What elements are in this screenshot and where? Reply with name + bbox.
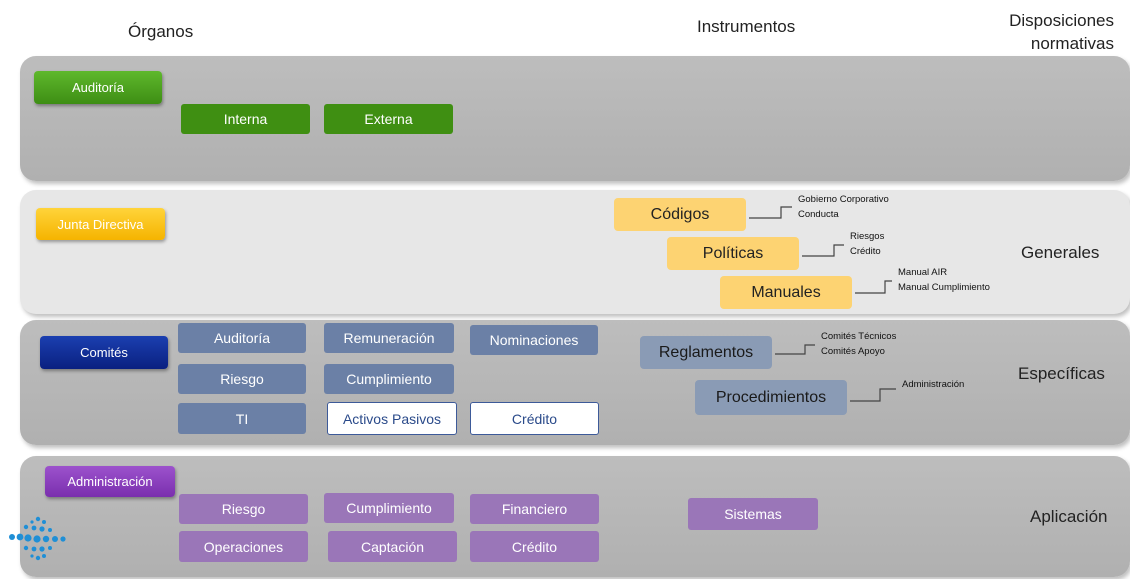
level-aplicacion: Aplicación <box>1030 507 1108 526</box>
comites-title: Comités <box>40 336 168 369</box>
comite-cumplimiento: Cumplimiento <box>324 364 454 394</box>
level-especificas: Específicas <box>1018 364 1105 383</box>
comite-activos-pasivos: Activos Pasivos <box>327 402 457 435</box>
admin-credito: Crédito <box>470 531 599 562</box>
note-credito: Crédito <box>850 246 881 257</box>
junta-directiva-title: Junta Directiva <box>36 208 165 240</box>
instrument-reglamentos: Reglamentos <box>640 336 772 369</box>
header-organos: Órganos <box>128 22 194 41</box>
administracion-title: Administración <box>45 466 175 497</box>
comite-remuneracion: Remuneración <box>324 323 454 353</box>
band-junta-directiva <box>20 190 1130 314</box>
level-generales: Generales <box>1021 243 1100 262</box>
note-manual-air: Manual AIR <box>898 267 948 278</box>
header-instrumentos: Instrumentos <box>697 17 796 36</box>
admin-financiero: Financiero <box>470 494 599 524</box>
instrument-manuales: Manuales <box>720 276 852 309</box>
instrument-sistemas: Sistemas <box>688 498 818 530</box>
note-administracion: Administración <box>902 379 965 390</box>
note-comites-apoyo: Comités Apoyo <box>821 346 885 357</box>
auditoria-title: Auditoría <box>34 71 162 104</box>
instrument-codigos: Códigos <box>614 198 746 231</box>
header-disposiciones: Disposiciones normativas <box>1009 11 1114 53</box>
comite-auditoria: Auditoría <box>178 323 306 353</box>
dotted-fish-logo-icon <box>9 516 66 561</box>
admin-operaciones: Operaciones <box>179 531 308 562</box>
admin-riesgo: Riesgo <box>179 494 308 524</box>
comite-riesgo: Riesgo <box>178 364 306 394</box>
comite-credito: Crédito <box>470 402 599 435</box>
note-gobierno-corporativo: Gobierno Corporativo <box>798 194 889 205</box>
note-comites-tecnicos: Comités Técnicos <box>821 331 897 342</box>
auditoria-item-interna: Interna <box>181 104 310 134</box>
instrument-procedimientos: Procedimientos <box>695 380 847 415</box>
note-conducta: Conducta <box>798 209 839 220</box>
admin-cumplimiento: Cumplimiento <box>324 493 454 523</box>
instrument-politicas: Políticas <box>667 237 799 270</box>
admin-captacion: Captación <box>328 531 457 562</box>
comite-nominaciones: Nominaciones <box>470 325 598 355</box>
note-riesgos: Riesgos <box>850 231 885 242</box>
comite-ti: TI <box>178 403 306 434</box>
auditoria-item-externa: Externa <box>324 104 453 134</box>
note-manual-cumplimiento: Manual Cumplimiento <box>898 282 990 293</box>
